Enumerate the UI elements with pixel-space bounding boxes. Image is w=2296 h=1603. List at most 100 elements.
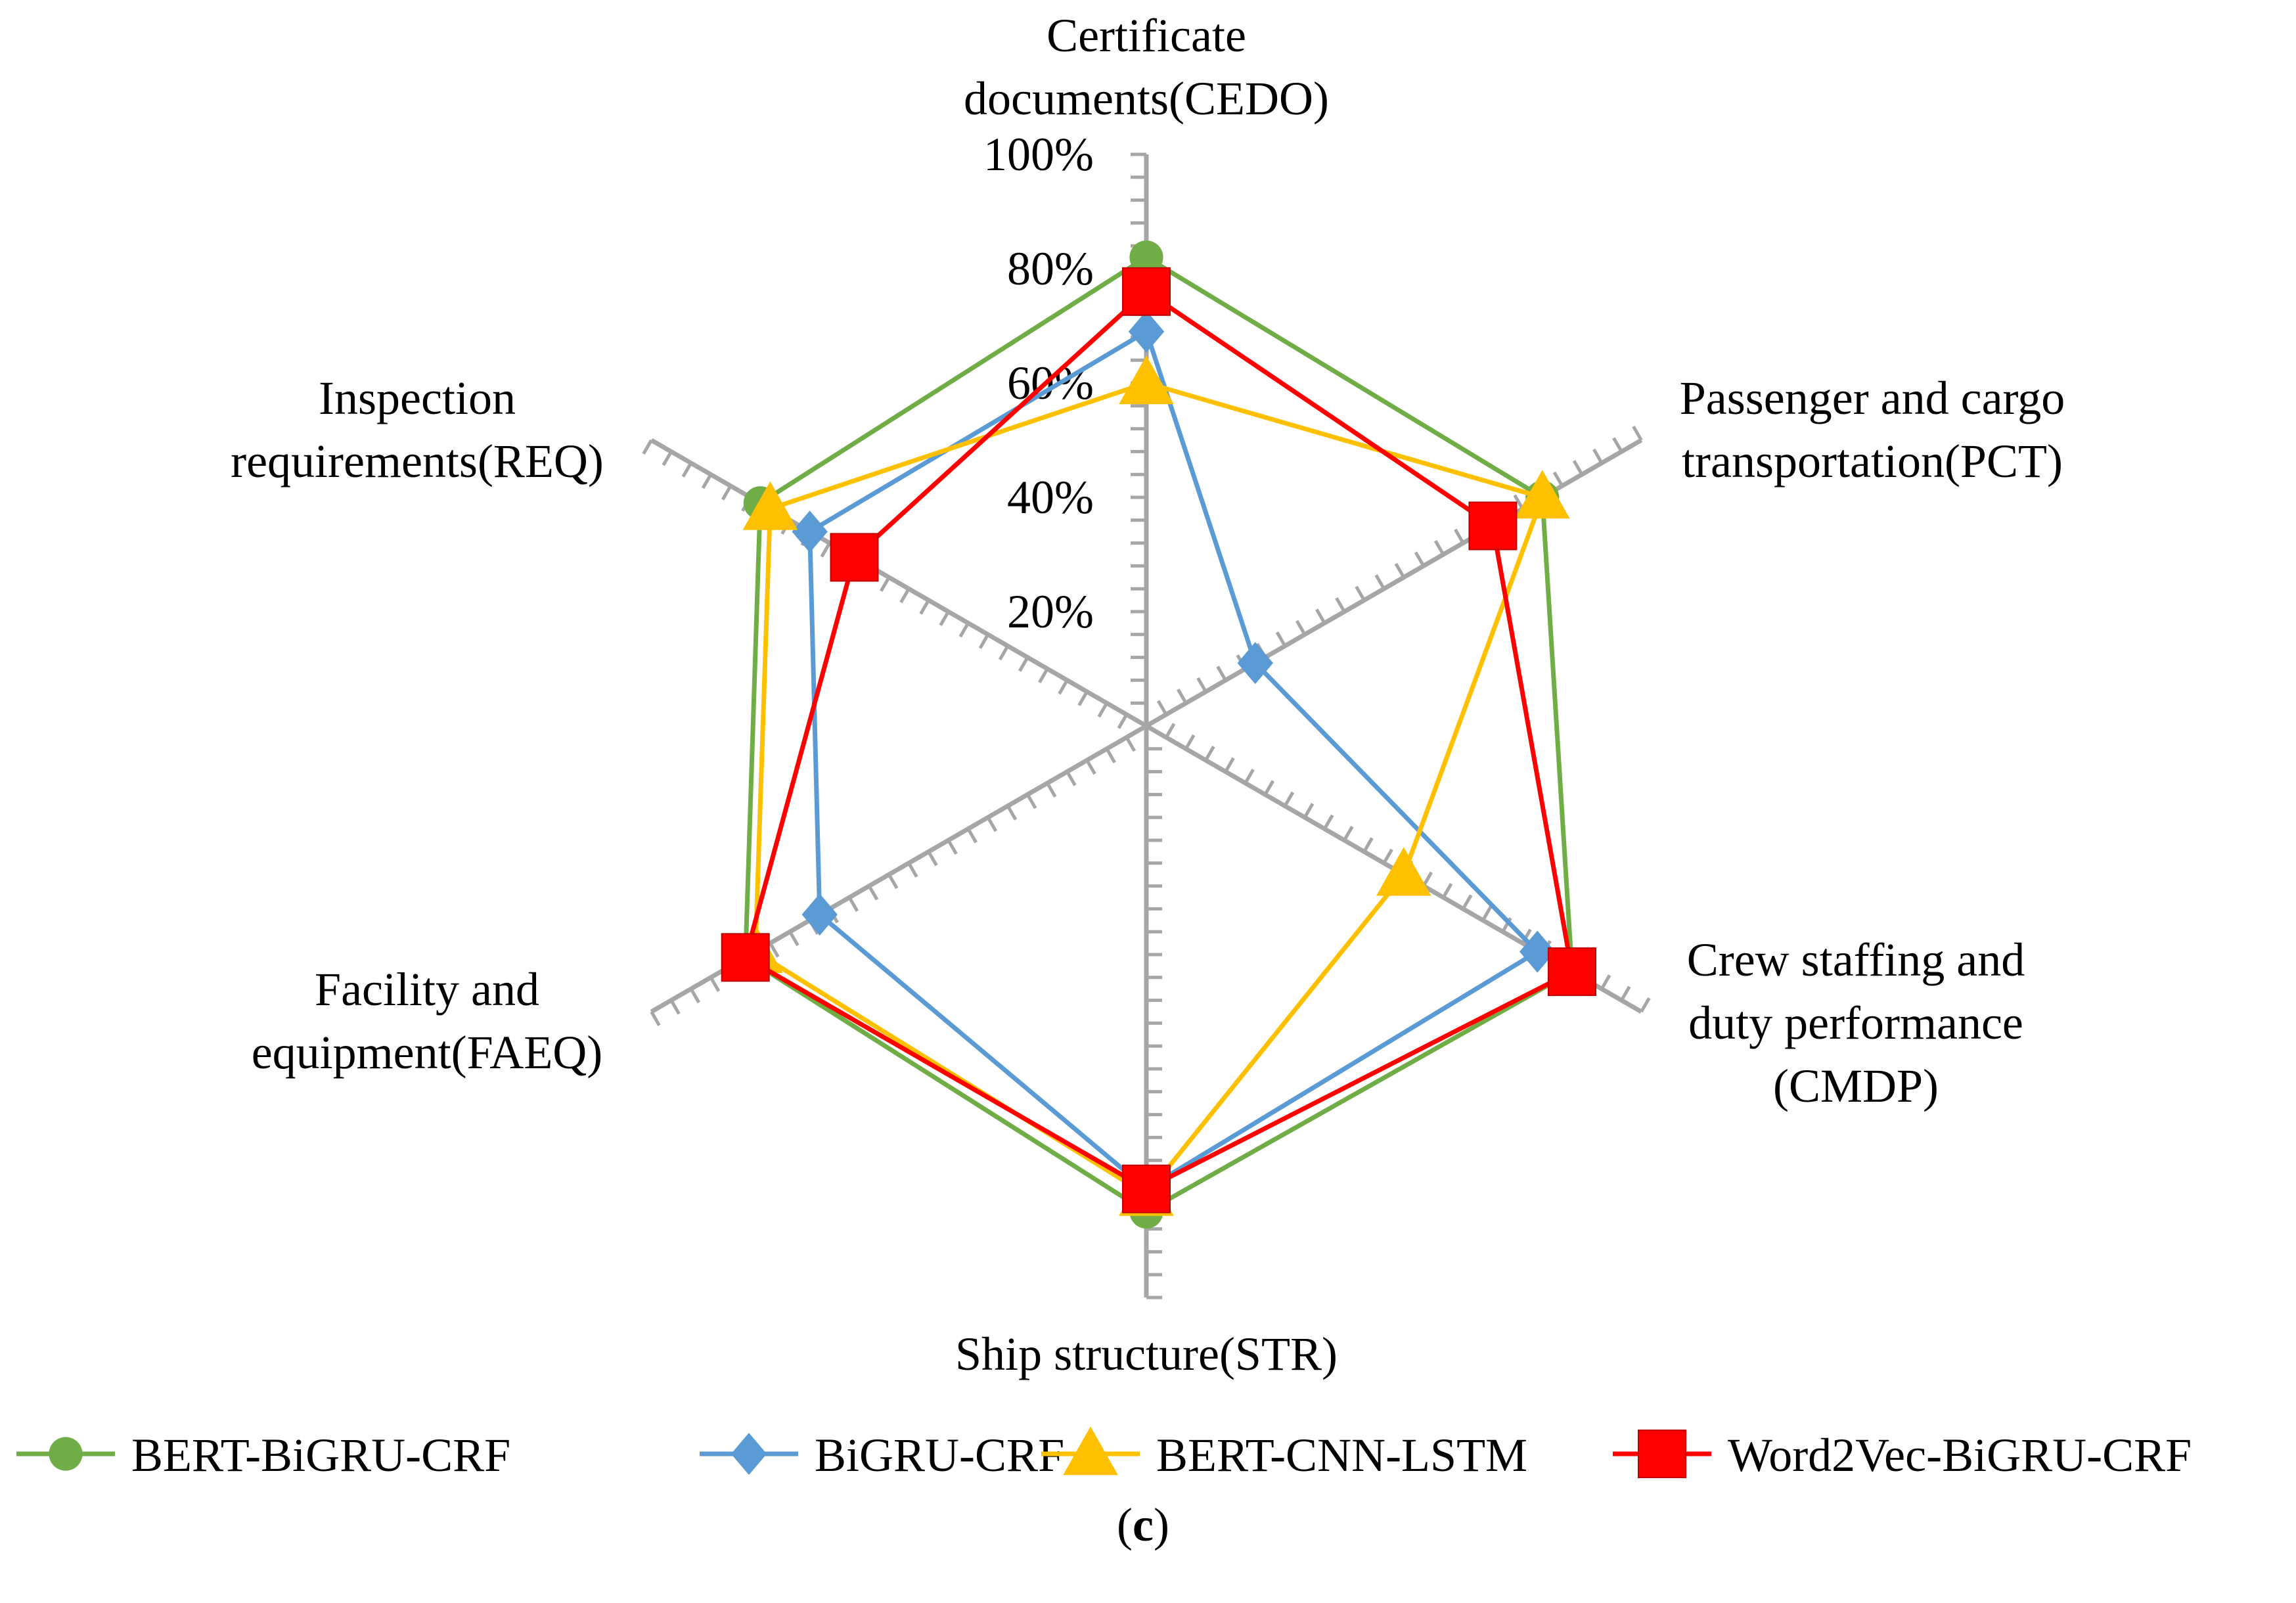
legend-label: Word2Vec-BiGRU-CRF xyxy=(1728,1429,2192,1481)
axis-tick-mark xyxy=(1283,791,1295,807)
axis-tick-mark xyxy=(1315,608,1326,624)
data-point-marker xyxy=(801,893,838,936)
axis-tick-mark xyxy=(1046,782,1057,798)
axis-tick-mark xyxy=(1374,574,1385,590)
axis-tick-mark xyxy=(1382,848,1393,865)
data-point-marker xyxy=(1128,310,1165,353)
radial-tick-labels: 20%40%60%80%100% xyxy=(983,128,1094,638)
axis-tick-mark xyxy=(709,976,721,992)
axis-tick-mark xyxy=(899,587,911,604)
tick-label: 100% xyxy=(983,128,1094,181)
axis-tick-mark xyxy=(880,576,891,592)
axis-tick-mark xyxy=(1303,803,1315,819)
axis-tick-mark xyxy=(1394,562,1405,579)
axis-tick-mark xyxy=(998,644,1010,661)
axis-tick-mark xyxy=(1592,448,1604,464)
axis-tick-mark xyxy=(1620,985,1631,1001)
axis-tick-mark xyxy=(1454,528,1465,544)
axis-tick-mark xyxy=(986,816,998,832)
legend-label: BERT-CNN-LSTM xyxy=(1156,1429,1527,1481)
axis-tick-mark xyxy=(1026,794,1037,809)
panel-label: (c) xyxy=(1117,1499,1169,1551)
axis-tick-mark xyxy=(1066,771,1077,786)
axis-tick-mark xyxy=(820,542,831,558)
axis-tick-mark xyxy=(927,851,938,867)
legend-item: BERT-CNN-LSTM xyxy=(1041,1426,1527,1481)
axis-tick-mark xyxy=(1263,780,1274,796)
axis-tick-mark xyxy=(958,622,970,638)
axis-tick-mark xyxy=(1355,585,1366,601)
axis-tick-mark xyxy=(1077,690,1089,706)
legend-item: BiGRU-CRF xyxy=(700,1429,1064,1481)
axis-tick-mark xyxy=(1323,814,1334,830)
data-point-marker xyxy=(1468,501,1518,551)
axis-tick-mark xyxy=(1640,997,1651,1013)
axis-tick-mark xyxy=(1600,974,1611,990)
data-point-marker xyxy=(1638,1430,1686,1478)
axis-tick-mark xyxy=(1343,825,1354,842)
axis-tick-mark xyxy=(1204,746,1215,761)
axis-tick-mark xyxy=(1275,631,1287,647)
axis-tick-mark xyxy=(1552,471,1564,487)
axis-tick-mark xyxy=(701,473,713,489)
series-layer xyxy=(721,240,1596,1229)
axis-title: Ship structure(STR) xyxy=(955,1328,1338,1380)
axis-tick-mark xyxy=(1164,723,1176,738)
tick-label: 80% xyxy=(1007,242,1094,295)
series-line xyxy=(743,289,1575,1192)
data-point-marker xyxy=(830,533,879,582)
axis-tick-mark xyxy=(788,930,799,947)
axis-tick-mark xyxy=(1097,702,1108,718)
data-point-marker xyxy=(1376,847,1431,896)
data-point-marker xyxy=(721,933,770,982)
data-point-marker xyxy=(1119,355,1174,405)
axis-tick-mark xyxy=(1295,620,1307,636)
axis-tick-mark xyxy=(681,462,692,478)
series-group xyxy=(792,310,1556,1210)
axis-tick-mark xyxy=(888,873,899,890)
data-point-marker xyxy=(742,481,798,530)
data-point-marker xyxy=(1237,642,1273,685)
data-point-marker xyxy=(792,510,828,553)
data-point-marker xyxy=(1514,470,1570,519)
data-point-marker xyxy=(1122,1164,1171,1213)
tick-label: 60% xyxy=(1007,357,1094,409)
axis-tick-mark xyxy=(1125,736,1137,752)
data-point-marker xyxy=(1063,1426,1118,1476)
axis-tick-mark xyxy=(939,610,950,627)
axis-tick-mark xyxy=(1105,748,1116,763)
axis-tick-mark xyxy=(947,839,958,855)
axis-tick-mark xyxy=(1058,679,1069,695)
axis-tick-mark xyxy=(650,1010,661,1027)
axis-tick-mark xyxy=(662,451,673,466)
axis-tick-mark xyxy=(978,633,990,649)
data-point-marker xyxy=(49,1437,83,1471)
axis-tick-mark xyxy=(1184,734,1196,750)
axis-tick-mark xyxy=(689,987,700,1004)
axis-tick-mark xyxy=(1216,666,1227,681)
axis-tick-mark xyxy=(1335,597,1346,613)
axis-tick-mark xyxy=(1462,894,1473,910)
series-group xyxy=(727,355,1570,1216)
data-point-marker xyxy=(1129,240,1163,275)
axis-tick-mark xyxy=(1244,768,1255,784)
data-point-marker xyxy=(1122,267,1171,316)
data-point-marker xyxy=(1547,947,1596,997)
data-point-marker xyxy=(1519,930,1556,973)
axis-tick-mark xyxy=(669,999,681,1015)
axis-tick-mark xyxy=(1038,667,1049,684)
axis-tick-mark xyxy=(1177,689,1188,704)
axis-tick-mark xyxy=(769,942,780,958)
data-point-marker xyxy=(731,1433,767,1475)
axis-tick-mark xyxy=(1612,437,1623,453)
tick-label: 40% xyxy=(1007,471,1094,524)
axis-tick-mark xyxy=(1632,425,1643,441)
axis-tick-mark xyxy=(721,485,732,501)
axis-tick-mark xyxy=(1156,700,1168,715)
axis-tick-mark xyxy=(1196,677,1207,693)
